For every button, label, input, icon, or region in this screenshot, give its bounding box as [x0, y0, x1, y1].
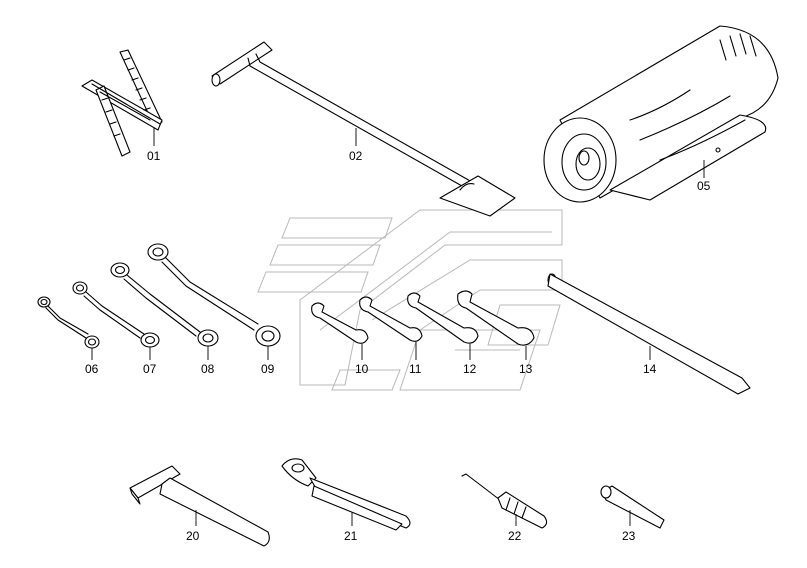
part-label-12: 12 — [463, 362, 477, 376]
ring-spanner-08 — [110, 262, 219, 360]
socket-adapter — [600, 485, 665, 529]
open-spanner-13 — [457, 290, 535, 360]
folding-ruler — [81, 49, 163, 157]
open-spanner-12 — [407, 292, 479, 360]
open-spanner-11 — [359, 296, 423, 360]
tommy-bar — [547, 273, 751, 395]
open-spanner-10 — [311, 302, 369, 360]
ring-spanner-07 — [72, 281, 160, 360]
part-label-09: 09 — [261, 362, 275, 376]
part-label-07: 07 — [143, 362, 157, 376]
screwdriver — [461, 473, 548, 529]
part-label-14: 14 — [643, 362, 657, 376]
hammer — [129, 465, 270, 547]
part-label-08: 08 — [201, 362, 215, 376]
part-label-23: 23 — [622, 529, 636, 543]
ring-spanner-06 — [37, 296, 100, 360]
ring-spanner-09 — [147, 243, 281, 360]
part-label-22: 22 — [508, 529, 522, 543]
t-handle — [211, 41, 516, 217]
part-label-01: 01 — [147, 149, 161, 163]
part-label-10: 10 — [355, 362, 369, 376]
part-label-21: 21 — [344, 529, 358, 543]
part-label-05: 05 — [697, 179, 711, 193]
pliers — [281, 458, 411, 531]
part-label-13: 13 — [519, 362, 533, 376]
tool-bag — [543, 25, 779, 203]
part-label-11: 11 — [409, 362, 422, 376]
part-label-20: 20 — [186, 529, 200, 543]
part-label-06: 06 — [85, 362, 99, 376]
part-label-02: 02 — [349, 149, 363, 163]
